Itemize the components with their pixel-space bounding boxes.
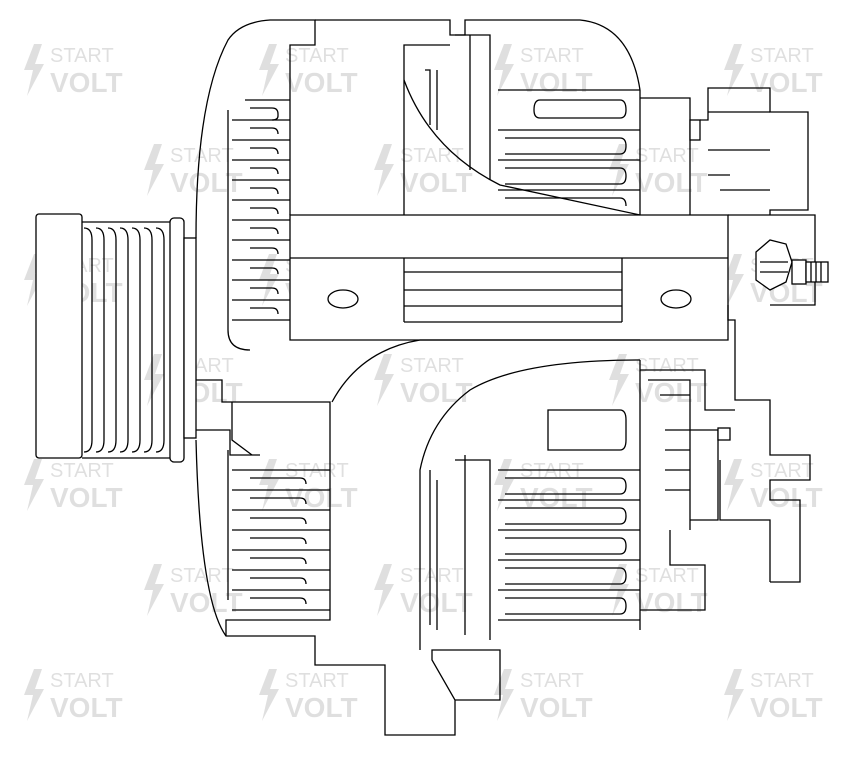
washer — [791, 259, 807, 285]
pulley-front-plate — [35, 213, 83, 459]
bolt-stud — [805, 261, 829, 283]
front-housing — [195, 19, 641, 736]
mounting-hole-right — [660, 289, 692, 309]
pulley-grooves — [83, 227, 165, 453]
rear-cooling-fins-lower — [498, 409, 640, 621]
terminal-bolt-bottom — [717, 427, 731, 441]
mounting-bracket — [289, 214, 729, 341]
rear-cover-upper — [640, 87, 809, 215]
hex-nut — [755, 239, 793, 291]
rear-bolt — [728, 214, 829, 306]
front-cooling-fins-lower — [227, 450, 330, 611]
pulley — [35, 213, 197, 463]
shaft-collar — [183, 237, 197, 439]
rear-cooling-fins-upper — [498, 89, 640, 207]
terminal-bolt-top — [689, 119, 701, 141]
mounting-hole-left — [327, 289, 359, 309]
stator-upper — [403, 34, 641, 216]
pulley-body — [82, 221, 181, 459]
front-cooling-fins-upper — [227, 99, 290, 351]
stator-lower — [331, 339, 641, 650]
pulley-rear-flange — [169, 217, 185, 463]
rear-cover-lower — [640, 305, 811, 611]
